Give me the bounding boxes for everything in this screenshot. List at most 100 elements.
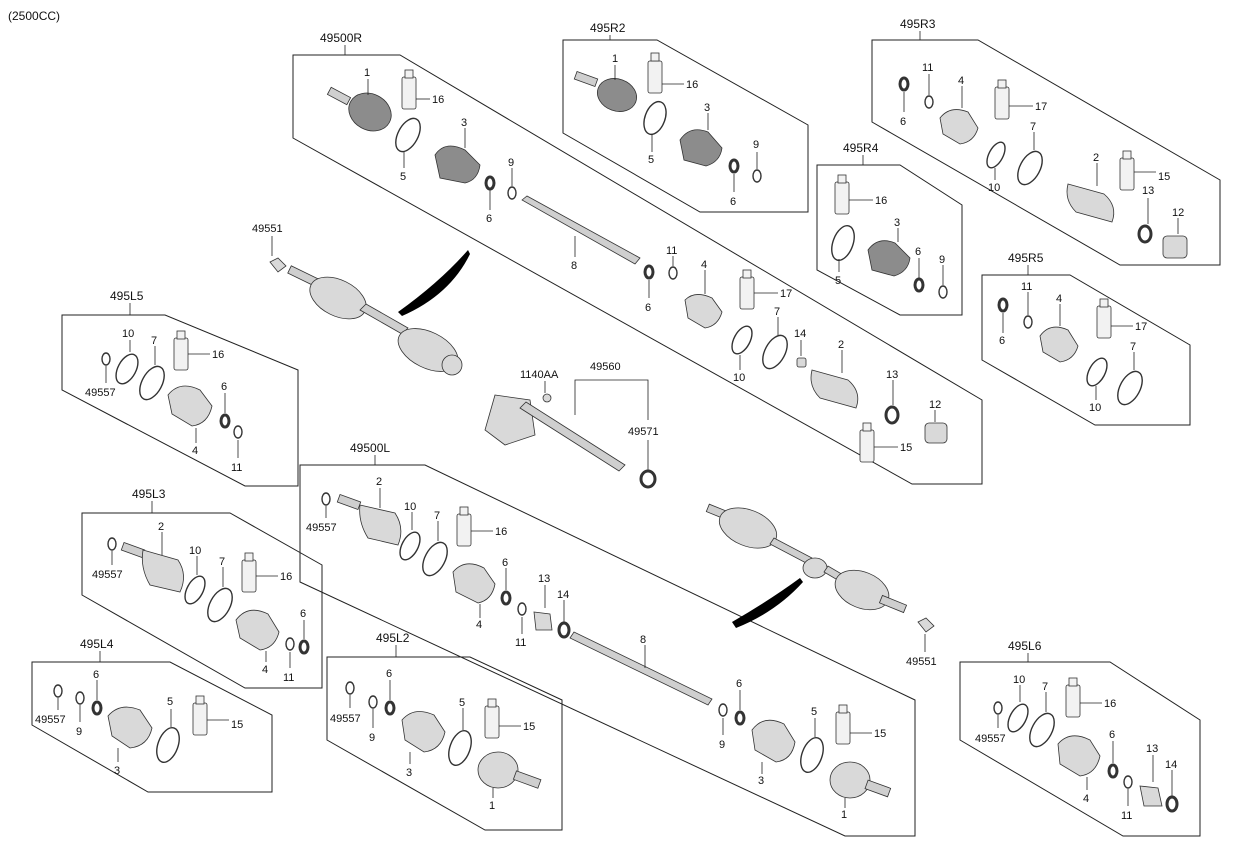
- bracket-shaft-49560: 1140AA 49560 49571: [484, 361, 659, 489]
- pn-49560: 49560: [590, 361, 621, 373]
- pn-2: 2: [376, 476, 382, 488]
- assembly-495R5: 6 11 4 17 10 7: [997, 281, 1147, 414]
- pn-16: 16: [495, 526, 507, 538]
- pn-15: 15: [231, 719, 243, 731]
- pn-6: 6: [386, 668, 392, 680]
- pn-12: 12: [1172, 207, 1184, 219]
- pn-49557: 49557: [92, 569, 123, 581]
- pn-1: 1: [612, 53, 618, 65]
- pn-6: 6: [900, 116, 906, 128]
- pn-4: 4: [476, 619, 482, 631]
- engine-label: (2500CC): [8, 9, 60, 23]
- pn-16: 16: [875, 195, 887, 207]
- pn-1140AA: 1140AA: [520, 369, 559, 381]
- assembly-495L3: 49557 2 10 7 16 4 11 6: [92, 521, 310, 684]
- group-label-495L5: 495L5: [110, 289, 144, 303]
- pn-13: 13: [886, 369, 898, 381]
- pn-3: 3: [704, 102, 710, 114]
- pn-17: 17: [1135, 321, 1147, 333]
- pn-10: 10: [733, 372, 745, 384]
- pn-13: 13: [1146, 743, 1158, 755]
- pn-6: 6: [730, 196, 736, 208]
- pn-9: 9: [939, 254, 945, 266]
- pn-5: 5: [811, 706, 817, 718]
- group-label-495R5: 495R5: [1008, 251, 1044, 265]
- pn-4: 4: [1056, 293, 1062, 305]
- frame-495L4: [31, 661, 273, 793]
- pn-6: 6: [645, 302, 651, 314]
- pn-10: 10: [404, 501, 416, 513]
- group-label-495L4: 495L4: [80, 637, 114, 651]
- pn-6: 6: [486, 213, 492, 225]
- pn-49557: 49557: [975, 733, 1006, 745]
- pn-8: 8: [571, 260, 577, 272]
- pn-7: 7: [219, 556, 225, 568]
- pn-16: 16: [280, 571, 292, 583]
- pn-5: 5: [835, 275, 841, 287]
- pn-6: 6: [1109, 729, 1115, 741]
- assembly-495L5: 49557 10 7 16 4 6 11: [85, 328, 243, 474]
- pn-9: 9: [753, 139, 759, 151]
- group-label-49500R: 49500R: [320, 31, 362, 45]
- pn-15: 15: [874, 728, 886, 740]
- group-label-495L3: 495L3: [132, 487, 166, 501]
- pn-11: 11: [666, 245, 677, 257]
- pn-10: 10: [988, 182, 1000, 194]
- frame-495L3: [81, 512, 323, 689]
- pn-4: 4: [1083, 793, 1089, 805]
- assembly-49500R: 1 16 5 3 6 9 8 6 11: [326, 67, 948, 463]
- pn-11: 11: [1121, 810, 1132, 822]
- frame-495R2: [562, 39, 809, 213]
- pn-11: 11: [922, 62, 933, 74]
- pn-4: 4: [958, 75, 964, 87]
- pn-6: 6: [93, 669, 99, 681]
- pn-3: 3: [758, 775, 764, 787]
- pn-12: 12: [929, 399, 941, 411]
- assembly-495R4: 16 5 3 6 9: [831, 174, 948, 299]
- pn-3: 3: [894, 217, 900, 229]
- pn-11: 11: [283, 672, 294, 684]
- pn-6: 6: [915, 246, 921, 258]
- pn-5: 5: [459, 697, 465, 709]
- pn-10: 10: [1089, 402, 1101, 414]
- pn-5: 5: [167, 696, 173, 708]
- pn-17: 17: [1035, 101, 1047, 113]
- assembly-495L4: 49557 9 6 3 5 15: [35, 669, 243, 777]
- pn-16: 16: [1104, 698, 1116, 710]
- pn-15: 15: [900, 442, 912, 454]
- pn-9: 9: [719, 739, 725, 751]
- pn-11: 11: [515, 637, 526, 649]
- pn-1: 1: [489, 800, 495, 812]
- assembly-495L2: 49557 9 6 3 5 15 1: [330, 668, 542, 812]
- frame-49500R: [292, 54, 983, 485]
- pn-5: 5: [400, 171, 406, 183]
- pn-16: 16: [432, 94, 444, 106]
- pn-3: 3: [114, 765, 120, 777]
- pn-10: 10: [189, 545, 201, 557]
- frame-495L2: [326, 656, 563, 831]
- pn-7: 7: [1130, 341, 1136, 353]
- pn-16: 16: [212, 349, 224, 361]
- pn-1: 1: [841, 809, 847, 821]
- pn-9: 9: [508, 157, 514, 169]
- pn-49557: 49557: [35, 714, 66, 726]
- pn-49551: 49551: [906, 656, 937, 668]
- pn-14: 14: [1165, 759, 1177, 771]
- group-label-495R2: 495R2: [590, 21, 626, 35]
- pn-14: 14: [794, 328, 806, 340]
- pn-49571: 49571: [628, 426, 659, 438]
- frame-495L6: [959, 661, 1201, 837]
- pn-7: 7: [434, 510, 440, 522]
- frame-495R4: [816, 164, 963, 316]
- pn-1: 1: [364, 67, 370, 79]
- pn-6: 6: [221, 381, 227, 393]
- pn-7: 7: [1030, 121, 1036, 133]
- pn-6: 6: [999, 335, 1005, 347]
- pn-7: 7: [774, 306, 780, 318]
- pn-2: 2: [838, 339, 844, 351]
- frame-495R3: [871, 39, 1221, 266]
- pn-15: 15: [523, 721, 535, 733]
- group-label-495L6: 495L6: [1008, 639, 1042, 653]
- pn-8: 8: [640, 634, 646, 646]
